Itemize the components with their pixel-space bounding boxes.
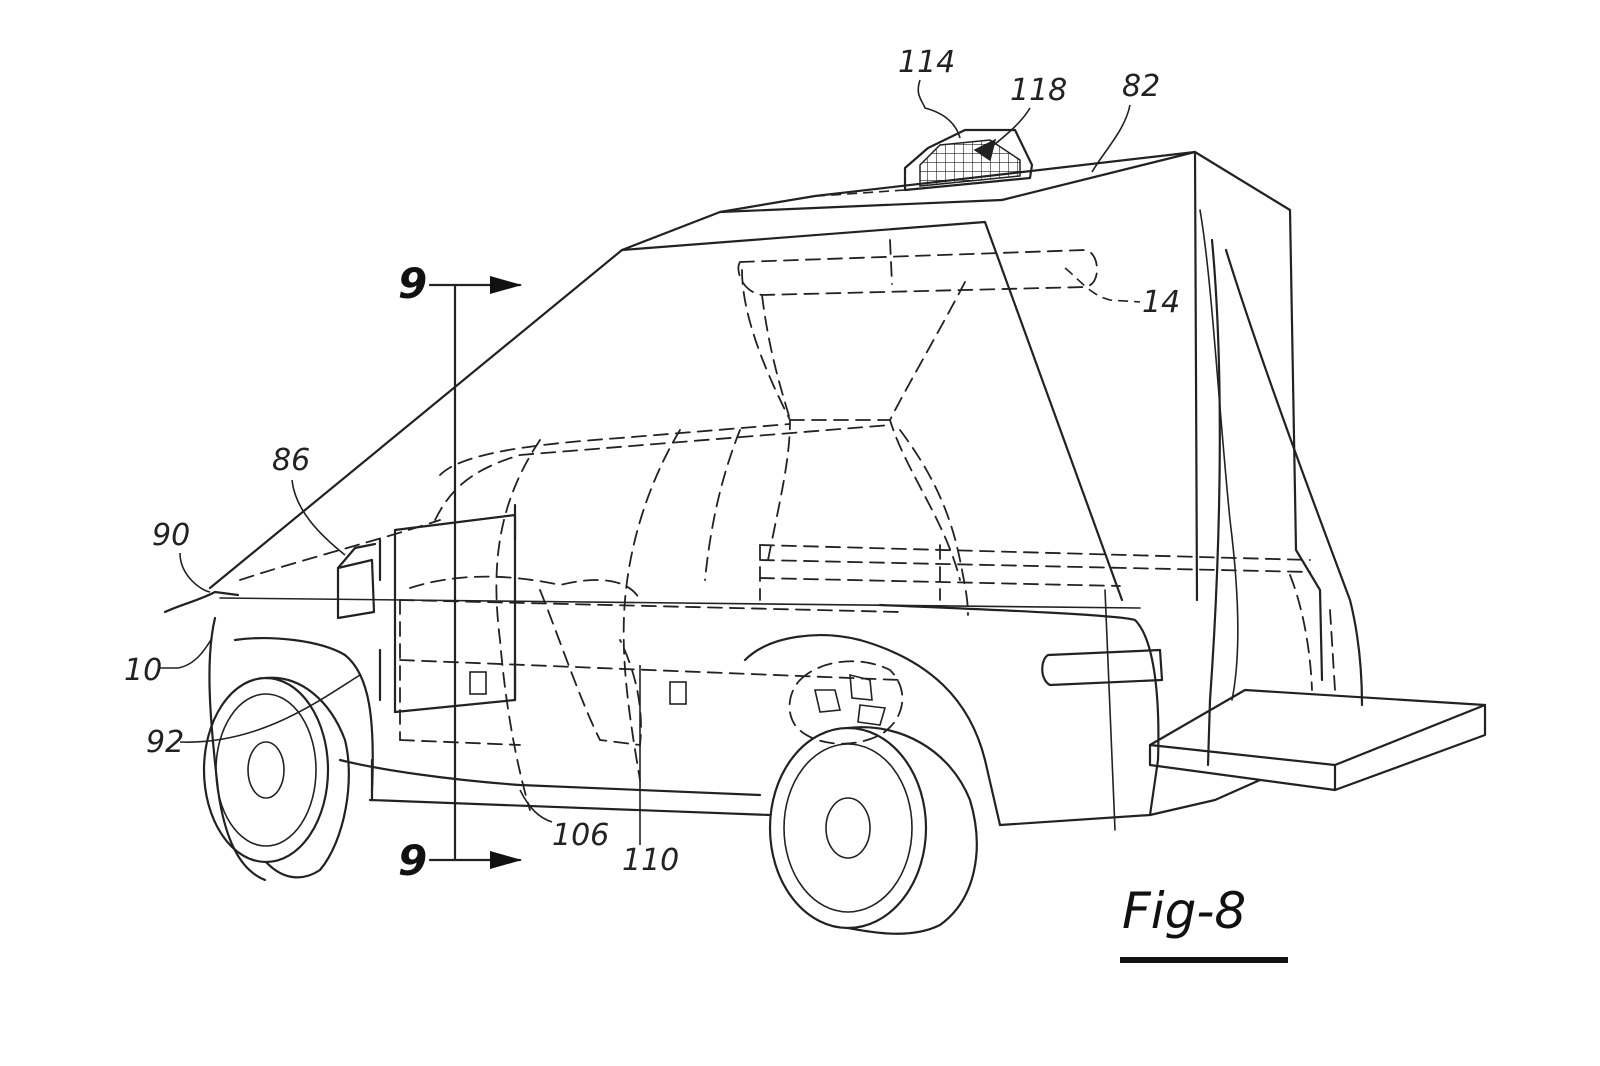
ref-numeral-118: 118 (1010, 73, 1067, 108)
figure-title: Fig-8 (1122, 882, 1246, 940)
ref-numeral-114: 114 (898, 45, 955, 80)
ref-numeral-86: 86 (272, 443, 310, 478)
ref-numeral-106: 106 (552, 818, 609, 853)
ref-numeral-10: 10 (124, 653, 162, 688)
section-line-9-9: 9 9 (398, 259, 522, 885)
roof-vent (817, 128, 1034, 197)
vehicle-interior-hidden (239, 423, 1336, 811)
ref-numeral-90: 90 (152, 518, 190, 553)
front-wheel (202, 676, 350, 879)
ref-numeral-92: 92 (146, 725, 184, 760)
reference-numerals: 114 118 82 14 86 90 10 92 106 110 (124, 45, 1180, 878)
figure-label: Fig-8 (1120, 882, 1288, 963)
stowed-component-hidden (737, 239, 1098, 581)
section-marker-top: 9 (398, 259, 427, 308)
ref-numeral-14: 14 (1142, 285, 1180, 320)
vehicle-body (163, 589, 1262, 882)
ref-numeral-110: 110 (622, 843, 679, 878)
shelter-enclosure (208, 150, 1364, 767)
rear-wheel (768, 726, 978, 935)
ref-numeral-82: 82 (1122, 69, 1160, 104)
tailgate-ramp (1148, 688, 1487, 792)
side-mirror (336, 542, 377, 620)
section-marker-bottom: 9 (398, 836, 427, 885)
